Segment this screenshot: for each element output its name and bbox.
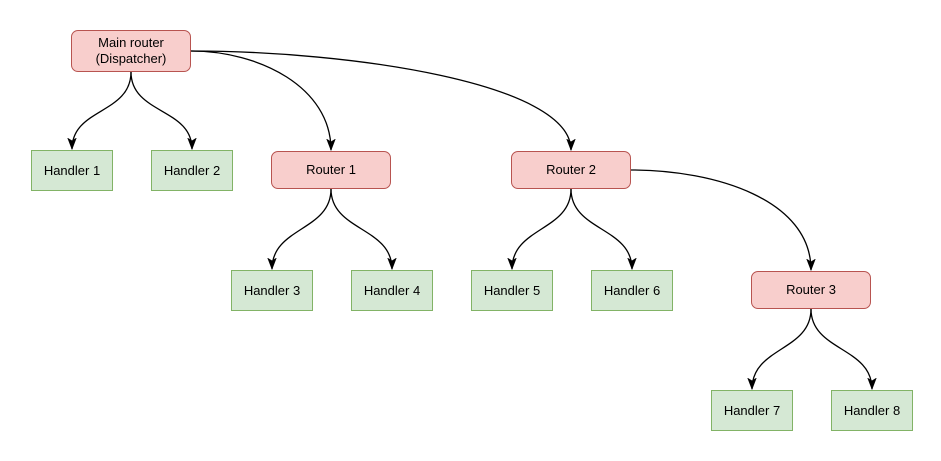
edge-router2-to-handler5: [512, 188, 572, 269]
node-router2: Router 2: [511, 151, 631, 189]
edge-main-to-router2: [190, 50, 571, 150]
node-main-router-label-line1: Main router: [98, 35, 164, 50]
edge-router1-to-handler3: [272, 188, 332, 269]
edge-router2-to-router3: [630, 169, 811, 270]
edge-router3-to-handler7: [752, 308, 812, 389]
edge-router1-to-handler4: [330, 188, 392, 269]
node-router1: Router 1: [271, 151, 391, 189]
node-handler2: Handler 2: [151, 150, 233, 191]
node-handler1-label: Handler 1: [43, 162, 101, 178]
node-handler5: Handler 5: [471, 270, 553, 311]
node-handler5-label: Handler 5: [483, 282, 541, 298]
node-handler2-label: Handler 2: [163, 162, 221, 178]
edge-main-to-handler2: [130, 71, 192, 149]
edge-router2-to-handler6: [570, 188, 632, 269]
node-router3-label: Router 3: [786, 282, 836, 297]
edge-main-to-router1: [190, 50, 331, 150]
node-handler6: Handler 6: [591, 270, 673, 311]
node-handler4-label: Handler 4: [363, 282, 421, 298]
node-handler1: Handler 1: [31, 150, 113, 191]
node-main-router-label-line2: (Dispatcher): [95, 51, 167, 66]
node-router1-label: Router 1: [306, 162, 356, 177]
edge-main-to-handler1: [72, 71, 132, 149]
edge-router3-to-handler8: [810, 308, 872, 389]
node-handler3: Handler 3: [231, 270, 313, 311]
node-main-router: Main router (Dispatcher): [71, 30, 191, 72]
node-handler7: Handler 7: [711, 390, 793, 431]
node-router3: Router 3: [751, 271, 871, 309]
node-router2-label: Router 2: [546, 162, 596, 177]
node-handler8-label: Handler 8: [843, 402, 901, 418]
node-handler7-label: Handler 7: [723, 402, 781, 418]
node-handler3-label: Handler 3: [243, 282, 301, 298]
node-handler4: Handler 4: [351, 270, 433, 311]
node-handler6-label: Handler 6: [603, 282, 661, 298]
node-handler8: Handler 8: [831, 390, 913, 431]
